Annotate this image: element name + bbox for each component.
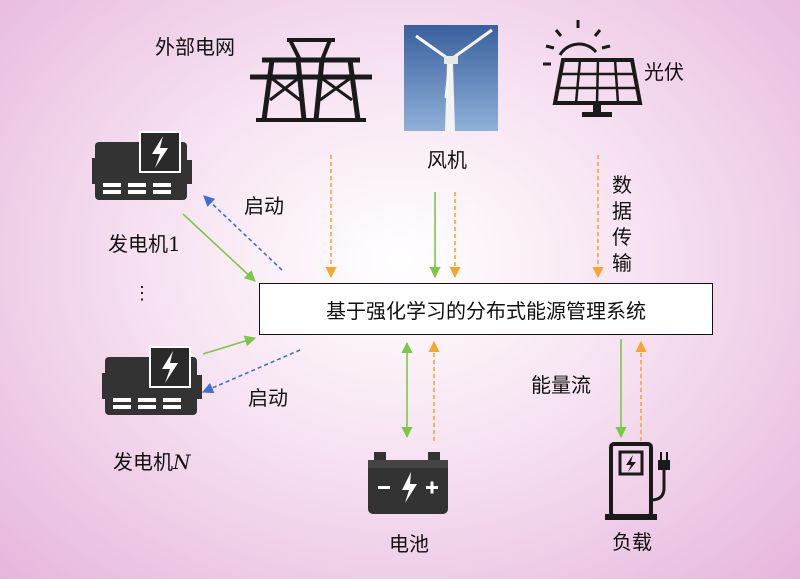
wind-turbine-label: 风机 <box>427 148 467 172</box>
photovoltaic-label: 光伏 <box>644 60 684 84</box>
data-transmission-line-2: 传输 <box>612 225 632 275</box>
data-transmission-line-1: 数据 <box>612 173 632 223</box>
generator-n-icon <box>102 346 202 415</box>
energy-flow-label: 能量流 <box>531 373 591 397</box>
generator-n-label: 发电机N <box>113 450 191 474</box>
generator-1-start-arrow <box>203 195 283 271</box>
generator-ellipsis: ⋮ <box>133 283 151 304</box>
data-transmission-label: 数据 传输 <box>612 172 636 276</box>
generator-n-energy-arrow <box>202 335 257 355</box>
wind-turbine-photo <box>404 25 498 131</box>
start-label-top: 启动 <box>244 194 284 218</box>
solar-panel-icon <box>543 20 643 117</box>
charging-station-icon <box>605 442 670 520</box>
generator-1-icon <box>92 131 192 200</box>
generator-1-energy-arrow <box>182 213 256 282</box>
center-system-label: 基于强化学习的分布式能源管理系统 <box>326 298 646 323</box>
generator-1-label: 发电机1 <box>108 232 181 256</box>
generator-n-start-arrow <box>201 349 301 394</box>
transmission-tower-icon <box>250 38 372 122</box>
start-label-bottom: 启动 <box>248 386 288 410</box>
external-grid-label: 外部电网 <box>155 35 235 59</box>
load-label: 负载 <box>612 530 652 554</box>
battery-label: 电池 <box>389 532 429 556</box>
battery-icon <box>368 452 448 514</box>
energy-management-system-box: 基于强化学习的分布式能源管理系统 <box>259 283 713 335</box>
